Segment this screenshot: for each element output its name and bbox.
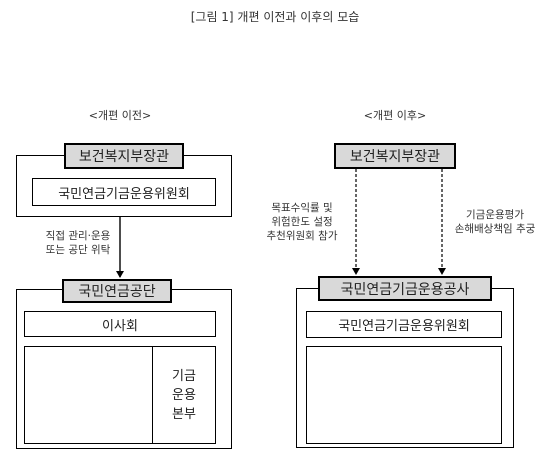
before-agency-box: 국민연금공단 [62, 279, 172, 303]
before-fund-dept-line2: 운용 [172, 387, 196, 403]
before-board-box: 이사회 [24, 311, 216, 337]
figure-title: [그림 1] 개편 이전과 이후의 모습 [190, 10, 360, 24]
before-arrow-note-line2: 또는 공단 위탁 [45, 244, 111, 256]
before-fund-dept-line1: 기금 [172, 368, 196, 384]
before-minister-box: 보건복지부장관 [64, 143, 184, 169]
before-fund-dept-box: 기금 운용 본부 [152, 346, 216, 444]
after-committee-box: 국민연금기금운용위원회 [306, 311, 502, 338]
after-minister-box: 보건복지부장관 [334, 143, 456, 169]
before-committee-box: 국민연금기금운용위원회 [32, 178, 216, 206]
after-right-note-line1: 기금운용평가 [466, 209, 524, 221]
after-left-note-line2: 위험한도 설정 [271, 216, 333, 228]
after-corporation-box: 국민연금기금운용공사 [318, 276, 492, 301]
after-label: <개편 이후> [363, 109, 427, 122]
before-arrow-note: 직접 관리·운용 또는 공단 위탁 [34, 229, 122, 257]
after-left-note-line1: 목표수익률 및 [271, 202, 333, 214]
after-right-note-line2: 손해배상책임 추궁 [454, 223, 536, 235]
after-right-note: 기금운용평가 손해배상책임 추궁 [447, 208, 543, 236]
after-left-note: 목표수익률 및 위험한도 설정 추천위원회 참가 [254, 201, 350, 243]
after-left-note-line3: 추천위원회 참가 [266, 230, 338, 242]
before-fund-dept-line3: 본부 [172, 406, 196, 422]
before-label: <개편 이전> [88, 109, 152, 122]
after-operations-box [306, 346, 502, 444]
before-arrow-note-line1: 직접 관리·운용 [45, 230, 111, 242]
